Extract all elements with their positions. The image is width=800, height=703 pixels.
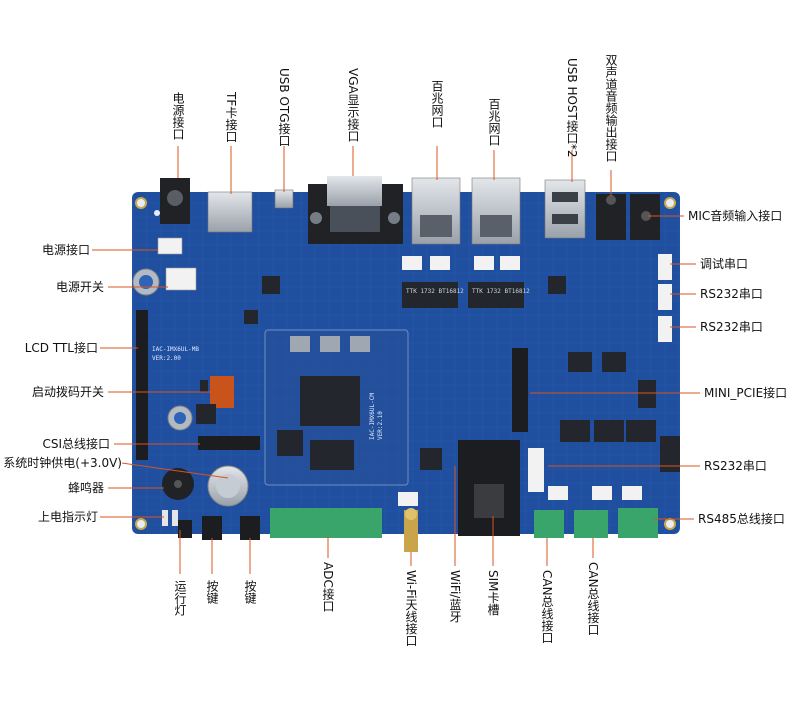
silk-board-name: IAC-IMX6UL-MB [152,346,199,353]
usb-host-ports [544,179,586,239]
silk-core-name: IAC-IMX6UL-CM [369,393,376,440]
left-labels: 电源接口 电源开关 LCD TTL接口 启动拨码开关 CSI总线接口 系统时钟供… [3,242,122,524]
ethernet-port-2 [471,177,521,245]
label-vga: VGA显示接口 [346,68,360,142]
svg-text:TTK 1732 BT16812: TTK 1732 BT16812 [472,288,530,295]
bottom-labels: 运行灯 按键 按键 ADC接口 Wi-Fi天线接口 WiFi/蓝牙 SIM卡槽 … [173,562,600,647]
white-headers [157,237,672,506]
label-rs232-1: RS232串口 [700,287,763,301]
label-buzzer: 蜂鸣器 [68,480,104,495]
label-usb-host: USB HOST接口*2 [565,58,579,158]
core-module: IAC-IMX6UL-CM VER:2.10 [264,329,409,486]
label-rs232-3: RS232串口 [704,459,767,473]
label-csi-bus: CSI总线接口 [42,436,110,451]
label-power-led: 上电指示灯 [38,509,98,524]
stereo-out-jack [596,194,626,240]
adc-terminal [270,508,382,538]
label-mini-pcie: MINI_PCIE接口 [704,385,787,400]
right-labels: MIC音频输入接口 调试串口 RS232串口 RS232串口 MINI_PCIE… [688,208,787,526]
silk-board-version: VER:2.00 [152,355,181,362]
label-rtc-power: 系统时钟供电(+3.0V) [3,455,122,470]
can-terminal-1 [534,510,564,538]
label-wifi-bt: WiFi/蓝牙 [448,570,462,622]
label-can-2: CAN总线接口 [586,562,600,636]
magnetics-1: TTK 1732 BT16812 [402,282,464,308]
coin-cell [207,465,249,507]
label-sim-slot: SIM卡槽 [486,570,500,616]
key-buttons [202,516,260,540]
label-debug-uart: 调试串口 [700,256,748,271]
vga-port [308,176,403,244]
leader-lines [92,146,700,574]
label-power-left: 电源接口 [42,242,90,257]
sim-slot [458,440,520,536]
tf-card-slot [207,191,253,233]
label-stereo-out: 双声道音频输出接口 [604,54,618,162]
label-boot-switch: 启动拨码开关 [32,385,104,399]
leds [162,510,192,538]
dip-switch [210,376,234,408]
csi-header [198,436,260,450]
mini-pcie-slot [512,348,528,432]
label-power-switch: 电源开关 [56,280,104,294]
ic-chips [196,276,680,472]
label-can-1: CAN总线接口 [540,570,554,644]
memory-chip [310,440,354,470]
label-key-2: 按键 [243,580,257,605]
label-rs232-2: RS232串口 [700,320,763,334]
label-lcd-ttl: LCD TTL接口 [25,340,98,355]
label-key-1: 按键 [205,580,219,605]
lcd-header [136,310,148,460]
label-run-led: 运行灯 [173,580,187,617]
usb-otg-port [274,189,294,209]
top-labels: 电源接口 TF卡接口 USB OTG接口 VGA显示接口 百兆网口 百兆网口 U… [171,54,618,162]
silk-core-version: VER:2.10 [377,411,384,440]
label-tf-card: TF卡接口 [224,91,238,142]
label-rs485: RS485总线接口 [698,511,785,526]
label-power-jack-top: 电源接口 [171,92,185,140]
label-wifi-antenna: Wi-Fi天线接口 [404,570,418,647]
ethernet-port-1 [411,177,461,245]
svg-text:TTK 1732 BT16812: TTK 1732 BT16812 [406,288,464,295]
can-terminal-2 [574,510,608,538]
capacitors [132,268,193,431]
label-ethernet-1: 百兆网口 [430,80,444,128]
antenna-connector [404,508,418,552]
magnetics-2: TTK 1732 BT16812 [468,282,530,308]
label-usb-otg: USB OTG接口 [277,68,291,147]
buzzer [162,468,194,500]
label-adc: ADC接口 [321,562,335,612]
cpu-chip [300,376,360,426]
mic-in-jack [630,194,660,240]
rs485-terminal [618,508,658,538]
dc-jack [160,178,190,224]
label-ethernet-2: 百兆网口 [487,98,501,146]
label-mic-in: MIC音频输入接口 [688,208,782,223]
